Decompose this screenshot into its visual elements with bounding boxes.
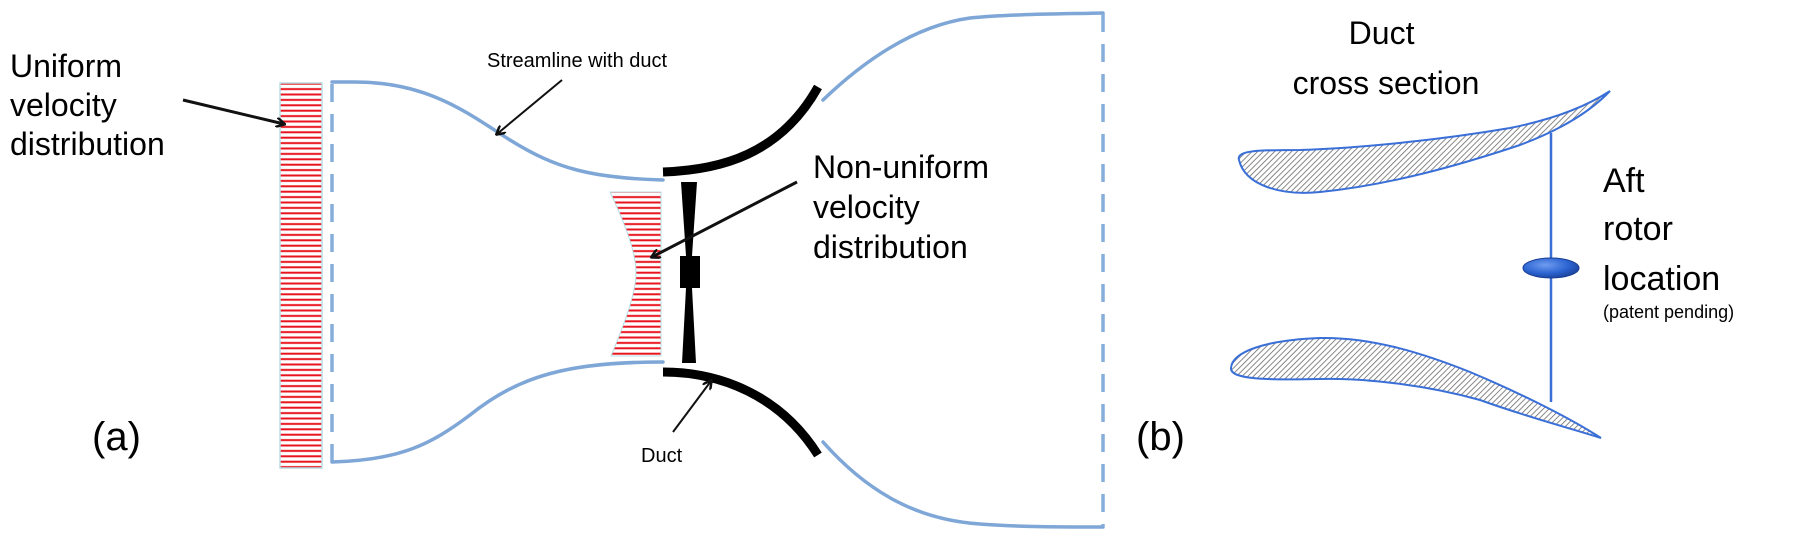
aft-rotor-label-line2: rotor [1603, 210, 1673, 248]
rotor-blade [680, 182, 700, 363]
panel-a-label: (a) [92, 415, 141, 459]
upper-streamline [330, 80, 665, 182]
nonuniform-label-line3: distribution [813, 229, 968, 265]
uniform-label-line3: distribution [10, 126, 165, 162]
lower-streamline [330, 360, 665, 464]
cross-section-label: Duct cross section [1293, 15, 1480, 101]
cross-section-label-line1: Duct [1349, 15, 1415, 51]
nonuniform-arrow [652, 180, 798, 257]
uniform-label-line2: velocity [10, 87, 117, 123]
duct-arrow [672, 381, 711, 433]
upper-duct-airfoil [1237, 90, 1611, 194]
panel-b-label: (b) [1136, 415, 1185, 459]
nonuniform-label-line1: Non-uniform [813, 149, 989, 185]
uniform-label-line1: Uniform [10, 48, 122, 84]
uniform-velocity-bar [279, 82, 323, 469]
outer-lower-streamline [821, 440, 1105, 529]
uniform-label: Uniform velocity distribution [10, 48, 165, 162]
aft-rotor-disc [1522, 257, 1580, 279]
streamline-label: Streamline with duct [487, 50, 668, 72]
patent-pending-note: (patent pending) [1603, 302, 1734, 322]
streamline-arrow [497, 79, 563, 134]
duct-lower-wall [662, 367, 822, 458]
aft-rotor-label-line1: Aft [1603, 162, 1645, 200]
uniform-arrow [182, 98, 284, 124]
panel-a: Uniform velocity distribution Streamline… [10, 11, 1105, 529]
nonuniform-velocity-profile [609, 191, 662, 357]
panel-b: (b) Duct cross section Aft rotor locatio… [1136, 15, 1734, 459]
nonuniform-label-line2: velocity [813, 189, 920, 225]
cross-section-label-line2: cross section [1293, 65, 1480, 101]
nonuniform-label: Non-uniform velocity distribution [813, 149, 998, 265]
duct-label: Duct [641, 445, 683, 467]
aft-rotor-label: Aft rotor location [1603, 162, 1720, 298]
lower-duct-airfoil [1230, 336, 1602, 439]
outer-upper-streamline [821, 11, 1105, 102]
aft-rotor-label-line3: location [1603, 260, 1720, 298]
duct-upper-wall [662, 84, 822, 177]
